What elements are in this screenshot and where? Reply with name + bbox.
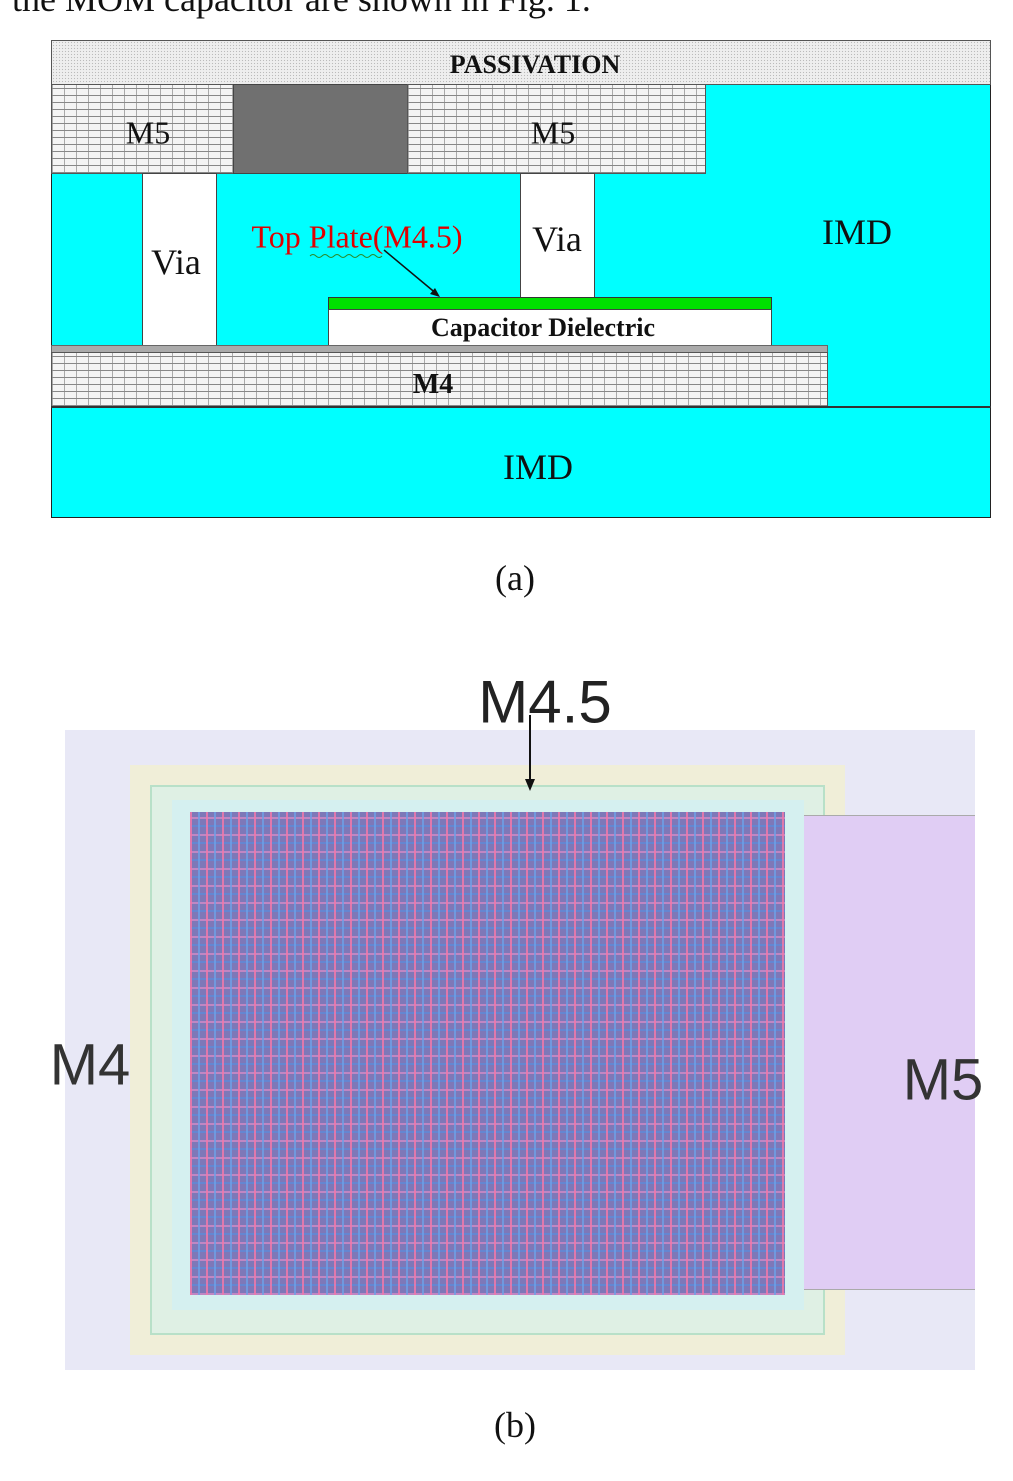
- capacitor-dielectric: [328, 309, 772, 346]
- m5-right-label: M5: [530, 114, 576, 151]
- via-right: [520, 173, 595, 298]
- m45-arrow: [525, 715, 535, 791]
- via-metal-block: [233, 84, 408, 174]
- caption-a: (a): [495, 558, 535, 598]
- m5-left-label: M5: [125, 114, 171, 151]
- top-plate-label: Top Plate(M4.5): [251, 218, 463, 255]
- m5-layout-label: M5: [902, 1047, 984, 1113]
- m4-layout-label: M4: [49, 1032, 131, 1098]
- imd-bottom-label: IMD: [503, 447, 573, 487]
- passivation-label: PASSIVATION: [449, 50, 621, 79]
- m5-right-layer: [407, 84, 706, 174]
- m5-region: [785, 815, 975, 1290]
- m4-layer: [51, 352, 828, 407]
- caption-b: (b): [494, 1405, 536, 1445]
- imd-top-label: IMD: [822, 212, 892, 252]
- dielectric-label: Capacitor Dielectric: [430, 313, 656, 342]
- m45-label: M4.5: [478, 668, 612, 736]
- intro-text: the MOM capacitor are shown in Fig. 1.: [12, 0, 591, 20]
- via-right-label: Via: [532, 219, 582, 259]
- via-left-label: Via: [151, 242, 201, 282]
- capacitor-grid-array: [190, 812, 785, 1295]
- imd-divider: [51, 406, 991, 408]
- passivation-layer: [51, 40, 991, 85]
- m4-label: M4: [412, 369, 454, 400]
- top-plate-arrow: [309, 249, 440, 297]
- via-left: [142, 173, 217, 346]
